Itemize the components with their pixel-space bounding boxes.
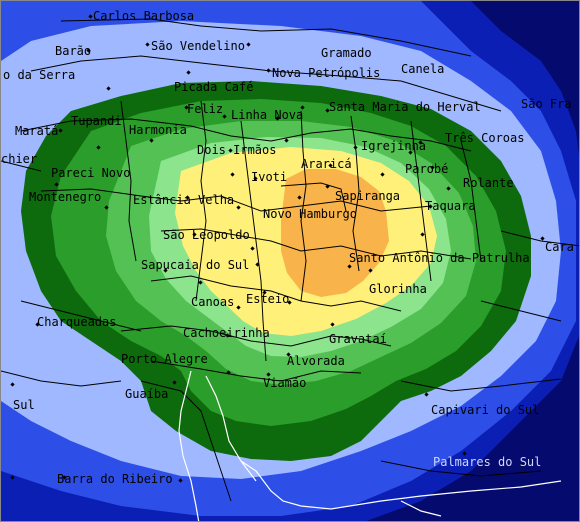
label-montenegro: Montenegro [29, 190, 101, 204]
label-gramado: Gramado [321, 46, 372, 60]
label-marata: Maratá [15, 124, 58, 138]
label-harmonia: Harmonia [129, 123, 187, 137]
label-barra-do-ribeiro: Barra do Ribeiro [57, 472, 173, 486]
label-palmares-do-sul: Palmares do Sul [433, 455, 541, 469]
label-nova-petropolis: Nova Petrópolis [272, 66, 380, 80]
band-orange [281, 169, 389, 297]
place-labels: Carlos Barbosa Barão São Vendelino Grama… [1, 9, 574, 486]
label-igrejinha: Igrejinha [361, 139, 426, 153]
label-glorinha: Glorinha [369, 282, 427, 296]
label-viamao: Viamão [263, 376, 306, 390]
label-sao-vendelino: São Vendelino [151, 39, 245, 53]
label-charqueadas: Charqueadas [37, 315, 116, 329]
label-sapucaia-do-sul: Sapucaia do Sul [141, 258, 249, 272]
municipal-boundaries [1, 18, 579, 502]
label-sao-fra: São Fra [521, 97, 572, 111]
label-barao: Barão [55, 44, 91, 58]
label-santo-antonio-da-patrulha: Santo Antônio da Patrulha [349, 251, 530, 265]
label-canela: Canela [401, 62, 444, 76]
label-esteio: Esteio [246, 292, 289, 306]
label-tupandi: Tupandi [71, 114, 122, 128]
label-o-da-serra: o da Serra [3, 68, 75, 82]
label-carlos-barbosa: Carlos Barbosa [93, 9, 194, 23]
label-gravatai: Gravataí [329, 332, 387, 346]
label-sul: Sul [13, 398, 35, 412]
label-santa-maria-do-herval: Santa Maria do Herval [329, 100, 481, 114]
label-parobe: Parobé [405, 162, 448, 176]
label-capivari-do-sul: Capivari do Sul [431, 403, 539, 417]
label-linha-nova: Linha Nova [231, 108, 303, 122]
label-rolante: Rolante [463, 176, 514, 190]
label-pareci-novo: Pareci Novo [51, 166, 130, 180]
label-canoas: Canoas [191, 295, 234, 309]
label-cara: Cara [545, 240, 574, 254]
label-sao-leopoldo: São Leopoldo [163, 228, 250, 242]
label-ararica: Araricá [301, 157, 352, 171]
label-ivoti: Ivoti [251, 170, 287, 184]
label-picada-cafe: Picada Café [174, 80, 253, 94]
label-cachoeirinha: Cachoeirinha [183, 326, 270, 340]
label-dois-irmaos: Dois Irmãos [197, 143, 276, 157]
label-feliz: Feliz [187, 102, 223, 116]
label-porto-alegre: Porto Alegre [121, 352, 208, 366]
label-chier: chier [1, 152, 37, 166]
river-lines [178, 370, 562, 521]
label-estancia-velha: Estância Velha [133, 193, 234, 207]
label-alvorada: Alvorada [287, 354, 345, 368]
label-tres-coroas: Três Coroas [445, 131, 524, 145]
label-sapiranga: Sapiranga [335, 189, 400, 203]
label-taquara: Taquara [425, 199, 476, 213]
label-guaiba: Guaíba [125, 387, 168, 401]
label-novo-hamburgo: Novo Hamburgo [263, 207, 357, 221]
